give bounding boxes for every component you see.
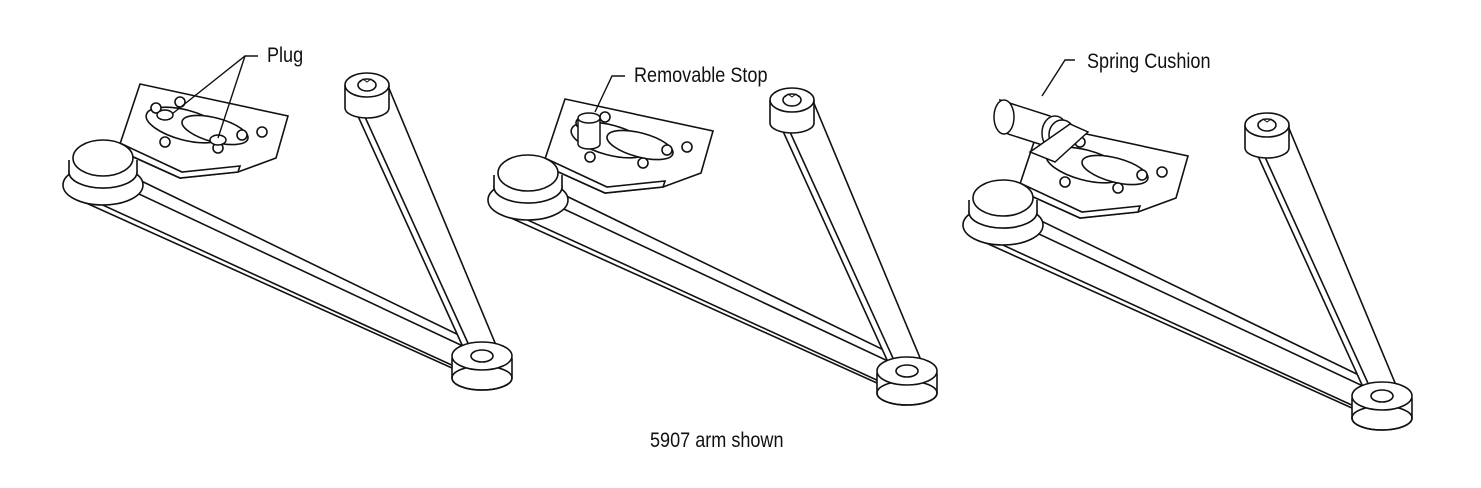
plug-callout: Plug <box>267 44 304 67</box>
spring-cushion-part <box>994 100 1088 162</box>
arm-assembly-spring-cushion <box>962 60 1413 431</box>
removable-stop-callout: Removable Stop <box>634 64 768 87</box>
spring-cushion-callout: Spring Cushion <box>1087 50 1211 73</box>
plug-leader-line-2 <box>218 56 245 138</box>
removable-stop-pin <box>578 113 600 149</box>
arm-assembly-plug <box>62 56 513 391</box>
removable-stop-leader-line <box>595 76 625 112</box>
figure-caption: 5907 arm shown <box>650 429 784 452</box>
arm-assembly-removable-stop <box>487 76 938 406</box>
spring-cushion-leader-line <box>1042 60 1075 96</box>
